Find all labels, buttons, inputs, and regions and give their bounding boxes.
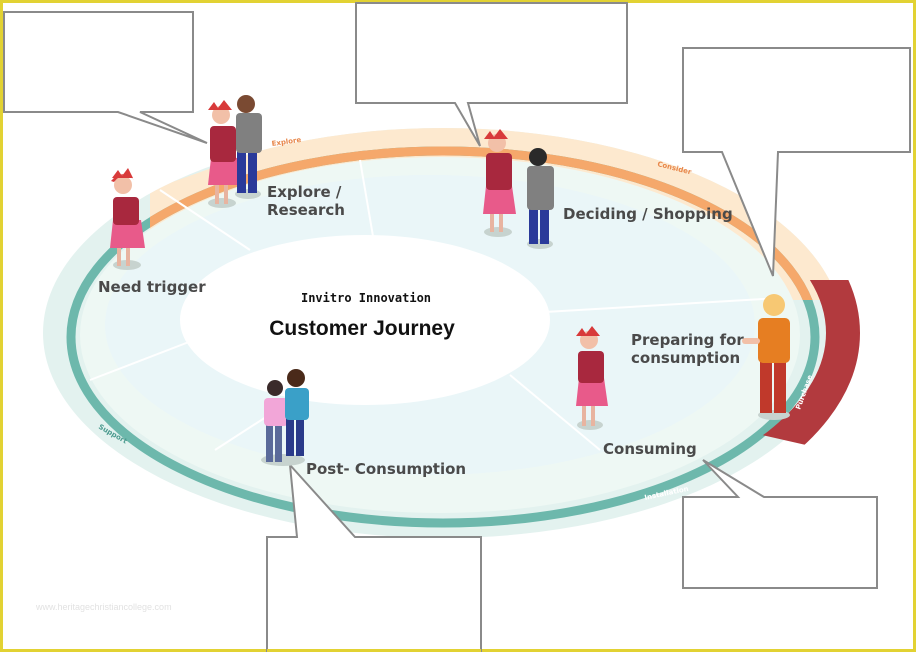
explore-consider-ring — [150, 146, 820, 300]
stage-preparing-line1: Preparing for — [631, 331, 744, 349]
person-deciding-woman — [483, 129, 516, 237]
stage-need-trigger: Need trigger — [98, 278, 206, 296]
callout-box-top-center — [355, 2, 628, 147]
center-title: Customer Journey — [269, 317, 455, 340]
person-explore-man — [235, 95, 262, 199]
purchase-segment — [740, 280, 860, 470]
center-ellipse — [180, 235, 550, 405]
person-consuming — [576, 326, 608, 430]
callout-box-bottom-right — [682, 459, 878, 589]
person-post-consumption-pair — [261, 369, 309, 466]
stage-explore-line2: Research — [267, 201, 345, 219]
person-preparing — [742, 294, 790, 420]
stage-post-consumption: Post- Consumption — [306, 460, 466, 478]
watermark: www.heritagechristiancollege.com — [35, 602, 172, 612]
person-explore-woman — [208, 100, 240, 208]
stage-deciding: Deciding / Shopping — [563, 205, 733, 223]
person-deciding-man — [527, 148, 554, 249]
callout-box-right — [682, 47, 911, 277]
stage-consuming: Consuming — [603, 440, 697, 458]
person-need-trigger — [110, 168, 145, 270]
stage-explore-line1: Explore / — [267, 183, 342, 201]
callout-box-top-left — [3, 11, 208, 144]
stage-preparing-line2: consumption — [631, 349, 740, 367]
center-subtitle: Invitro Innovation — [301, 291, 431, 305]
